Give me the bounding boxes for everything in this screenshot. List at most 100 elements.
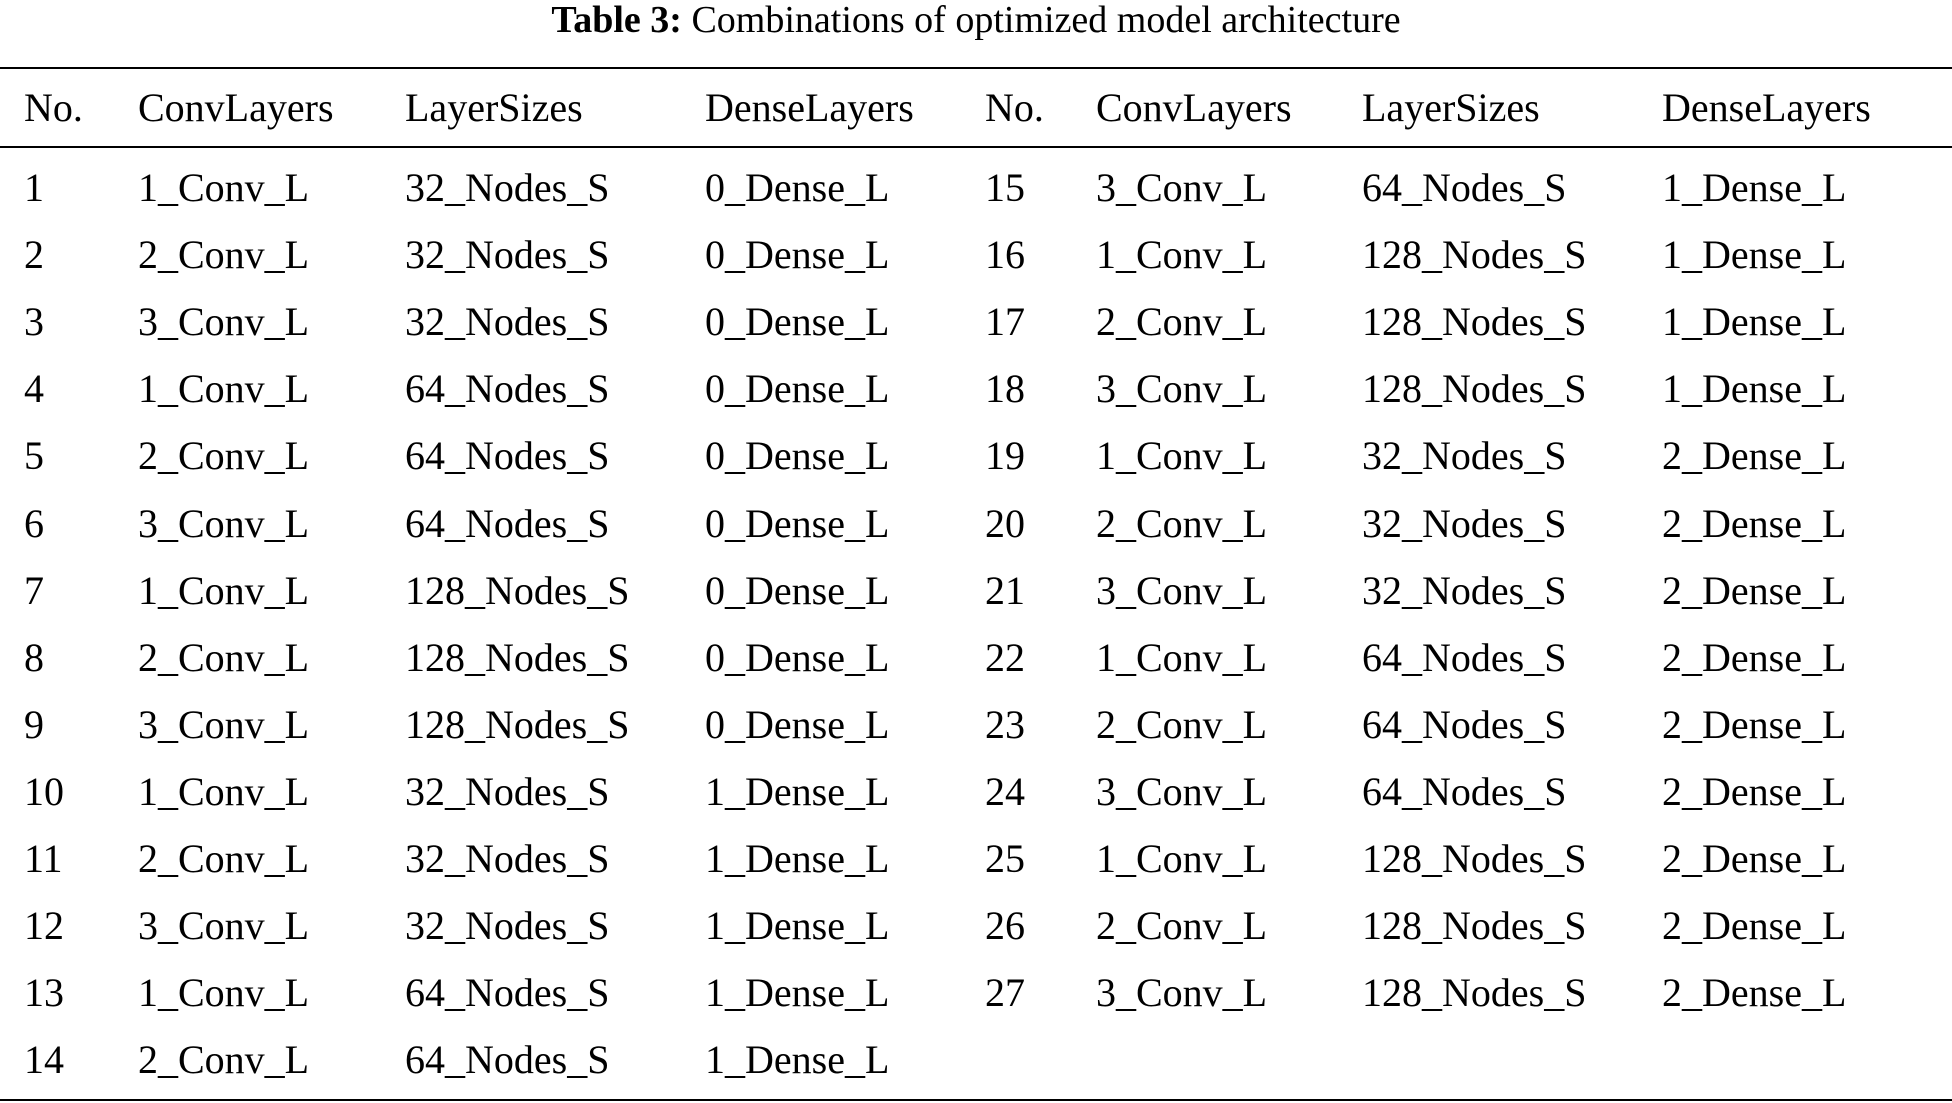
- column-header: DenseLayers: [705, 85, 914, 130]
- table-cell: 0_Dense_L: [705, 567, 890, 613]
- table-cell: 2_Conv_L: [138, 836, 310, 881]
- table-cell: 128_Nodes_S: [405, 634, 630, 680]
- table-header-rule: [0, 146, 1952, 148]
- table-cell: 32_Nodes_S: [1362, 500, 1567, 546]
- table-cell: 2_Conv_L: [138, 433, 310, 479]
- table-cell: 0_Dense_L: [705, 433, 890, 479]
- table-cell: 32_Nodes_S: [405, 165, 610, 210]
- table-top-rule: [0, 67, 1952, 69]
- table-cell: 1_Conv_L: [1096, 232, 1268, 278]
- column-header: ConvLayers: [1096, 85, 1292, 130]
- table-cell: 2_Conv_L: [138, 1037, 310, 1083]
- table-cell: 3_Conv_L: [138, 701, 310, 747]
- table-cell: 1: [24, 165, 44, 210]
- column-header: LayerSizes: [405, 85, 583, 130]
- table-cell: 8: [24, 634, 44, 680]
- table-cell: 128_Nodes_S: [1362, 836, 1587, 881]
- table-cell: 3_Conv_L: [138, 903, 310, 949]
- table-cell: 15: [985, 165, 1025, 210]
- table-cell: 0_Dense_L: [705, 232, 890, 278]
- table-cell: 2_Conv_L: [138, 232, 310, 278]
- table-cell: 14: [24, 1037, 64, 1083]
- table-cell: 1_Conv_L: [138, 768, 310, 814]
- table-cell: 0_Dense_L: [705, 500, 890, 546]
- table-cell: 18: [985, 366, 1025, 412]
- table-cell: 1_Dense_L: [705, 1037, 890, 1083]
- table-cell: 3_Conv_L: [1096, 567, 1268, 613]
- table-cell: 1_Conv_L: [1096, 433, 1268, 479]
- table-cell: 128_Nodes_S: [1362, 366, 1587, 412]
- table-cell: 16: [985, 232, 1025, 278]
- table-cell: 64_Nodes_S: [405, 1037, 610, 1083]
- table-cell: 1_Dense_L: [1662, 165, 1847, 210]
- table-cell: 32_Nodes_S: [1362, 567, 1567, 613]
- table-cell: 17: [985, 299, 1025, 345]
- table-cell: 12: [24, 903, 64, 949]
- table-cell: 128_Nodes_S: [1362, 970, 1587, 1016]
- table-cell: 0_Dense_L: [705, 165, 890, 210]
- table-cell: 1_Dense_L: [1662, 232, 1847, 278]
- column-header: No.: [24, 85, 83, 130]
- table-cell: 0_Dense_L: [705, 634, 890, 680]
- table-cell: 22: [985, 634, 1025, 680]
- table-cell: 2_Dense_L: [1662, 567, 1847, 613]
- table-cell: 2_Dense_L: [1662, 768, 1847, 814]
- table-cell: 6: [24, 500, 44, 546]
- table-cell: 11: [24, 836, 63, 881]
- table-cell: 9: [24, 701, 44, 747]
- table-cell: 0_Dense_L: [705, 366, 890, 412]
- table-cell: 2: [24, 232, 44, 278]
- table-cell: 1_Conv_L: [1096, 836, 1268, 881]
- table-cell: 128_Nodes_S: [405, 567, 630, 613]
- column-header: LayerSizes: [1362, 85, 1540, 130]
- table-cell: 3_Conv_L: [1096, 165, 1268, 210]
- table-cell: 0_Dense_L: [705, 299, 890, 345]
- column-header: No.: [985, 85, 1044, 130]
- table-cell: 26: [985, 903, 1025, 949]
- table-cell: 32_Nodes_S: [405, 768, 610, 814]
- table-cell: 1_Conv_L: [138, 165, 310, 210]
- table-cell: 3_Conv_L: [138, 500, 310, 546]
- table-cell: 32_Nodes_S: [405, 836, 610, 881]
- table-caption-text: Combinations of optimized model architec…: [691, 0, 1401, 41]
- table-cell: 2_Dense_L: [1662, 970, 1847, 1016]
- table-cell: 1_Dense_L: [1662, 366, 1847, 412]
- table-cell: 3: [24, 299, 44, 345]
- table-cell: 1_Dense_L: [705, 970, 890, 1016]
- table-bottom-rule: [0, 1099, 1952, 1101]
- table-cell: 64_Nodes_S: [1362, 634, 1567, 680]
- table-cell: 64_Nodes_S: [1362, 768, 1567, 814]
- table-cell: 32_Nodes_S: [405, 232, 610, 278]
- table-cell: 2_Dense_L: [1662, 433, 1847, 479]
- table-cell: 2_Dense_L: [1662, 903, 1847, 949]
- table-cell: 13: [24, 970, 64, 1016]
- table-cell: 2_Dense_L: [1662, 836, 1847, 881]
- table-caption: Table 3: Combinations of optimized model…: [0, 0, 1952, 42]
- table-cell: 3_Conv_L: [1096, 970, 1268, 1016]
- table-cell: 1_Dense_L: [705, 836, 890, 881]
- table-cell: 128_Nodes_S: [1362, 299, 1587, 345]
- table-cell: 64_Nodes_S: [1362, 165, 1567, 210]
- table-cell: 1_Conv_L: [138, 567, 310, 613]
- table-cell: 32_Nodes_S: [405, 299, 610, 345]
- table-cell: 64_Nodes_S: [405, 433, 610, 479]
- table-cell: 2_Dense_L: [1662, 634, 1847, 680]
- table-cell: 2_Dense_L: [1662, 500, 1847, 546]
- table-cell: 2_Conv_L: [138, 634, 310, 680]
- table-cell: 2_Dense_L: [1662, 701, 1847, 747]
- table-cell: 23: [985, 701, 1025, 747]
- table-cell: 7: [24, 567, 44, 613]
- column-header: ConvLayers: [138, 85, 334, 130]
- table-cell: 2_Conv_L: [1096, 299, 1268, 345]
- table-cell: 64_Nodes_S: [405, 500, 610, 546]
- table-cell: 64_Nodes_S: [405, 366, 610, 412]
- table-cell: 24: [985, 768, 1025, 814]
- table-cell: 1_Dense_L: [705, 768, 890, 814]
- table-cell: 3_Conv_L: [138, 299, 310, 345]
- table-cell: 128_Nodes_S: [1362, 903, 1587, 949]
- table-cell: 21: [985, 567, 1025, 613]
- table-cell: 2_Conv_L: [1096, 701, 1268, 747]
- table-cell: 32_Nodes_S: [405, 903, 610, 949]
- table-cell: 1_Dense_L: [705, 903, 890, 949]
